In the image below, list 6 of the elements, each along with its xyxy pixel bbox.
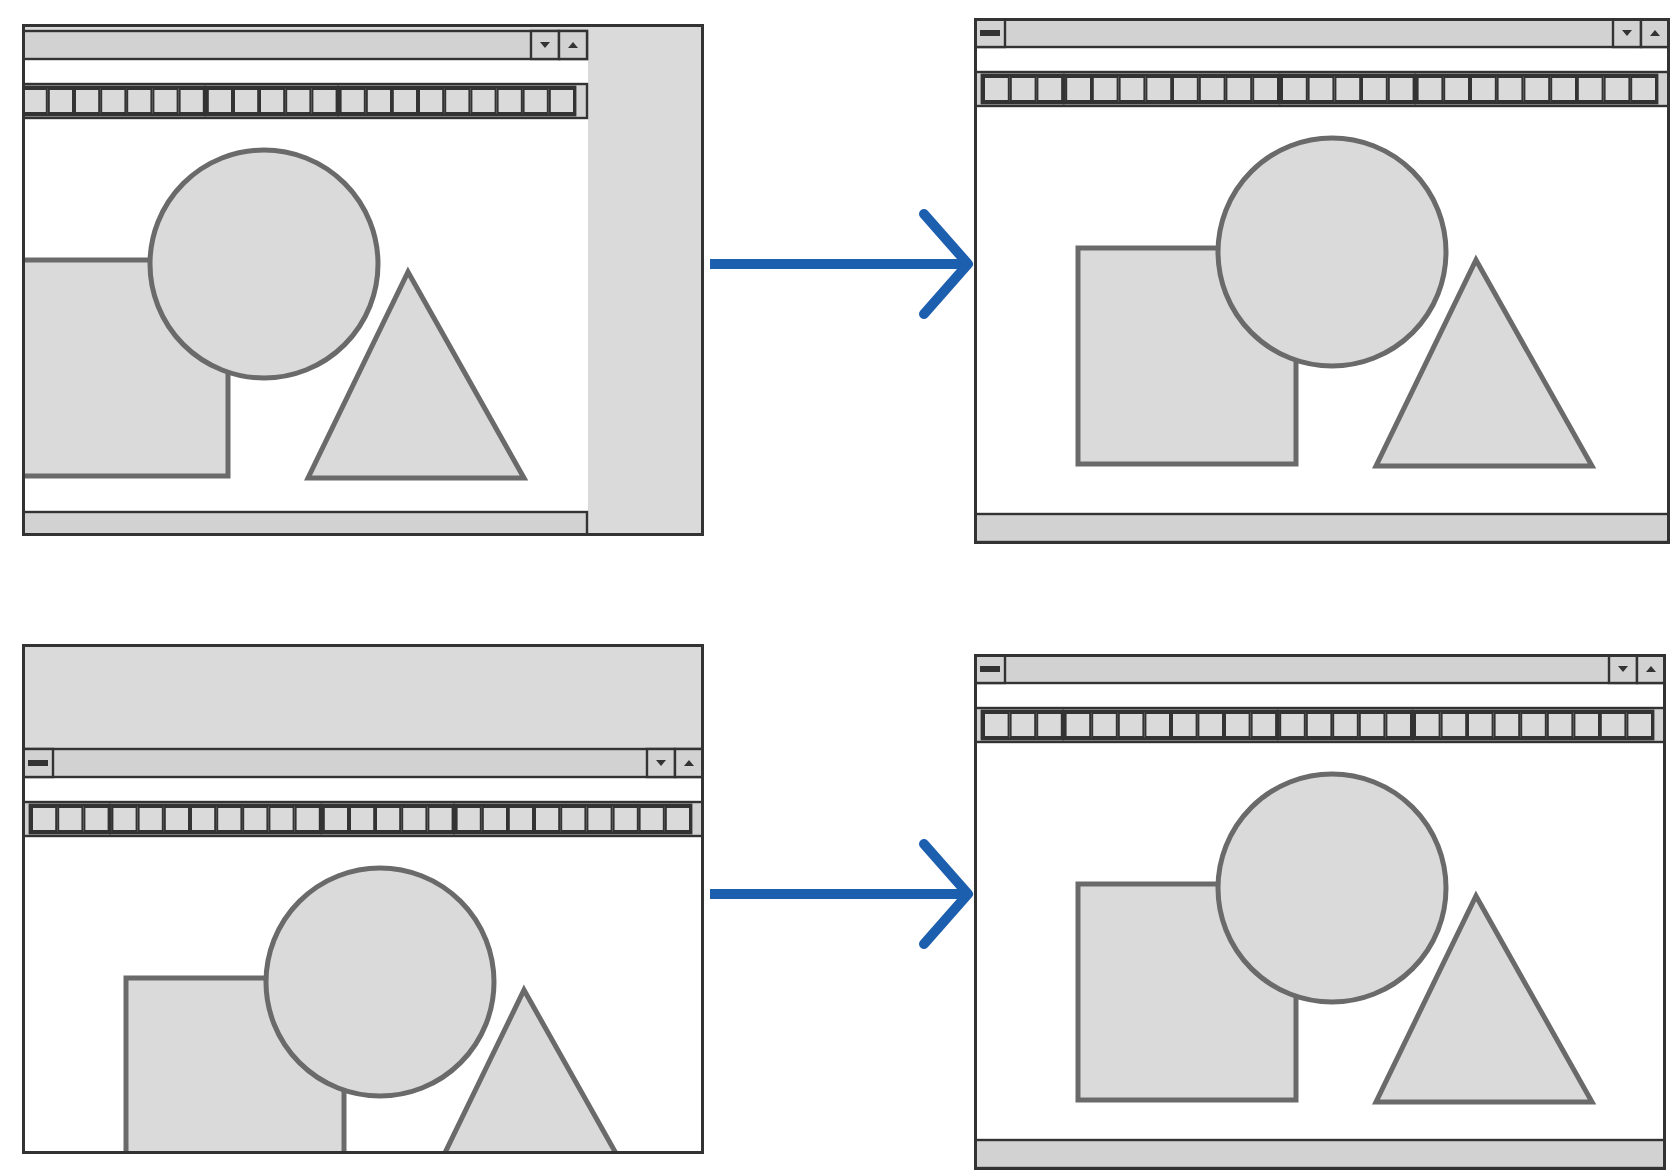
window-screen-drawing <box>22 24 704 536</box>
window-screen-drawing <box>22 644 704 1154</box>
arrow <box>710 839 973 949</box>
window-screen-drawing <box>974 654 1666 1170</box>
arrow <box>710 209 973 319</box>
window-screen-drawing <box>974 18 1670 544</box>
